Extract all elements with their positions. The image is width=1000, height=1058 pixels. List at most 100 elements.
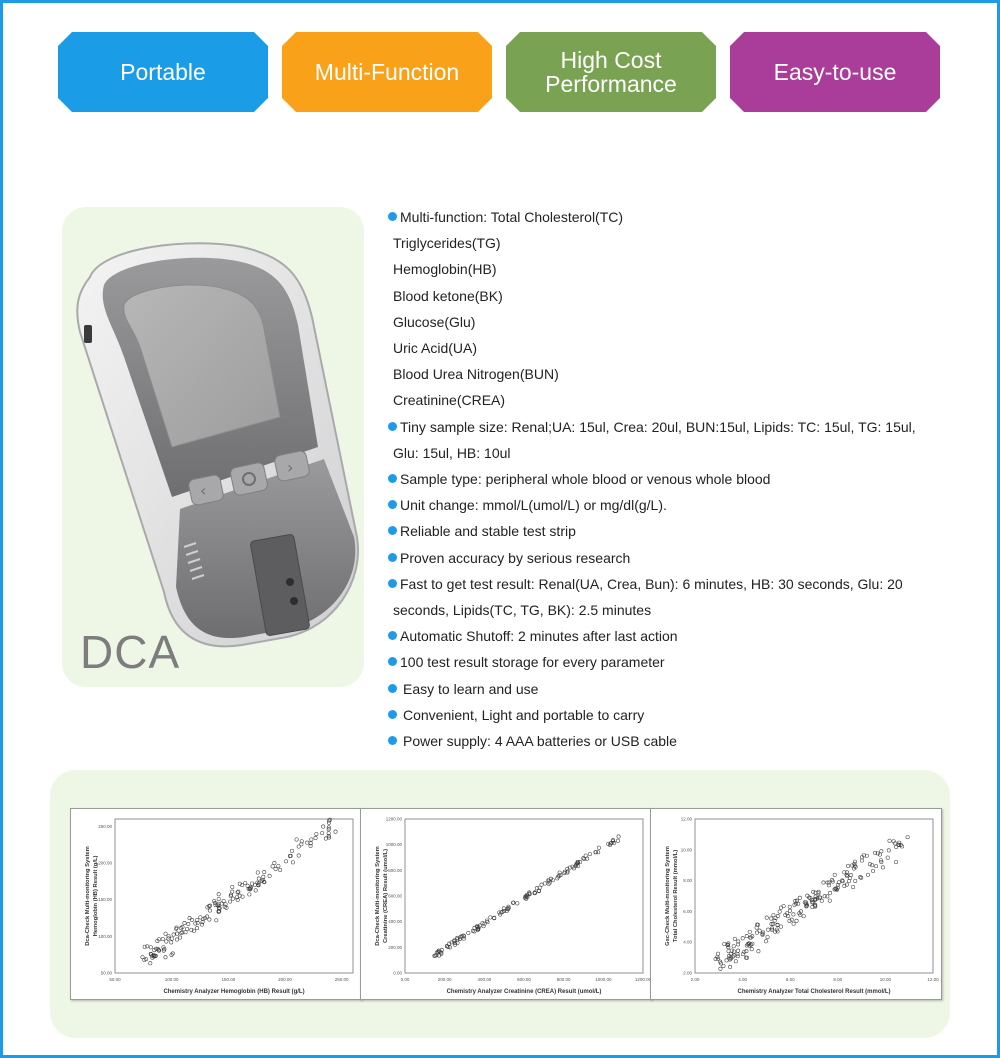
meter-device-image: ‹ › bbox=[76, 242, 359, 648]
scatter-point bbox=[732, 953, 737, 958]
scatter-point bbox=[192, 928, 196, 933]
plot-area bbox=[114, 818, 354, 974]
scatter-point bbox=[506, 904, 511, 909]
x-tick-label: 100.00 bbox=[165, 977, 179, 982]
scatter-point bbox=[744, 949, 749, 954]
feature-text: Hemoglobin(HB) bbox=[393, 261, 497, 278]
feature-text: Sample type: peripheral whole blood or v… bbox=[400, 471, 771, 488]
scatter-point bbox=[327, 835, 332, 840]
scatter-point bbox=[284, 859, 289, 864]
scatter-point bbox=[270, 864, 275, 869]
scatter-point bbox=[852, 863, 857, 868]
feature-text: Creatinine(CREA) bbox=[393, 392, 506, 409]
feature-item: Power supply: 4 AAA batteries or USB cab… bbox=[388, 728, 968, 754]
scatter-point bbox=[582, 857, 587, 862]
scatter-point bbox=[819, 898, 824, 903]
scatter-point bbox=[163, 931, 168, 936]
scatter-point bbox=[757, 928, 762, 933]
feature-item: Easy to learn and use bbox=[388, 676, 968, 702]
scatter-point bbox=[804, 901, 809, 906]
scatter-point bbox=[842, 870, 847, 875]
scatter-point bbox=[482, 921, 487, 926]
scatter-point bbox=[245, 883, 250, 888]
scatter-point bbox=[804, 904, 809, 909]
bullet-dot-icon bbox=[388, 736, 397, 746]
scatter-point bbox=[273, 866, 278, 871]
scatter-point bbox=[175, 937, 179, 942]
scatter-point bbox=[256, 876, 261, 881]
scatter-point bbox=[178, 935, 183, 940]
feature-item: Reliable and stable test strip bbox=[388, 518, 968, 544]
scatter-point bbox=[478, 923, 482, 928]
feature-text: Tiny sample size: Renal;UA: 15ul, Crea: … bbox=[400, 418, 916, 435]
scatter-point bbox=[813, 904, 818, 909]
scatter-point bbox=[764, 915, 769, 920]
scatter-point bbox=[207, 908, 212, 913]
scatter-point bbox=[179, 931, 184, 935]
scatter-point bbox=[866, 872, 870, 877]
scatter-point bbox=[785, 914, 790, 919]
scatter-point bbox=[449, 940, 454, 945]
bullet-dot-icon bbox=[388, 212, 397, 221]
scatter-point bbox=[276, 864, 281, 869]
y-tick-label: 200.00 bbox=[388, 945, 402, 950]
x-tick-label: 250.00 bbox=[335, 977, 349, 982]
feature-text: Glucose(Glu) bbox=[393, 313, 476, 330]
scatter-point bbox=[879, 849, 884, 854]
y-tick-label: 2.00 bbox=[683, 971, 692, 976]
y-tick-label: 600.00 bbox=[388, 894, 402, 899]
scatter-point bbox=[228, 893, 233, 898]
scatter-point bbox=[718, 959, 723, 964]
scatter-point bbox=[221, 899, 226, 904]
feature-text: 100 test result storage for every parame… bbox=[400, 654, 665, 671]
feature-item: 100 test result storage for every parame… bbox=[388, 649, 968, 675]
scatter-point bbox=[593, 850, 598, 855]
feature-text: Glu: 15ul, HB: 10ul bbox=[393, 444, 511, 461]
scatter-point bbox=[731, 944, 736, 949]
scatter-point bbox=[321, 824, 326, 829]
badge-multi-function: Multi-Function bbox=[282, 32, 492, 112]
scatter-point bbox=[787, 918, 792, 923]
scatter-point bbox=[480, 921, 485, 926]
scatter-point bbox=[870, 863, 875, 868]
scatter-point bbox=[272, 861, 277, 866]
x-tick-label: 50.00 bbox=[109, 977, 121, 982]
scatter-point bbox=[747, 941, 752, 946]
x-tick-label: 1000.00 bbox=[595, 977, 612, 982]
scatter-point bbox=[900, 844, 905, 849]
scatter-point bbox=[164, 939, 169, 944]
scatter-point bbox=[148, 951, 153, 956]
scatter-point bbox=[718, 961, 723, 966]
x-tick-label: 10.00 bbox=[880, 977, 892, 982]
y-tick-label: 10.00 bbox=[681, 847, 693, 852]
scatter-point bbox=[885, 855, 890, 860]
scatter-point bbox=[326, 831, 331, 836]
scatter-point bbox=[778, 924, 783, 929]
badge-text: Multi-Function bbox=[314, 59, 460, 85]
y-axis-label: Dca-Check Multi-monitoring System bbox=[375, 846, 381, 946]
scatter-point bbox=[736, 939, 741, 944]
badge-easy-to-use: Easy-to-use bbox=[730, 32, 940, 112]
scatter-point bbox=[476, 927, 480, 932]
bullet-dot-icon bbox=[388, 474, 397, 484]
scatter-point bbox=[169, 952, 174, 957]
scatter-point bbox=[859, 858, 864, 863]
scatter-point bbox=[840, 879, 845, 884]
scatter-point bbox=[744, 955, 749, 960]
scatter-point bbox=[827, 898, 832, 903]
scatter-point bbox=[182, 921, 187, 925]
x-tick-label: 1200.00 bbox=[635, 977, 651, 982]
scatter-point bbox=[183, 930, 188, 935]
scatter-point bbox=[725, 943, 730, 948]
feature-badges: Portable Multi-Function High Cost Perfor… bbox=[58, 32, 942, 112]
scatter-point bbox=[775, 929, 780, 934]
scatter-point bbox=[891, 839, 896, 844]
y-axis-label: Total Cholesterol Result (mmol/L) bbox=[673, 850, 679, 942]
scatter-point bbox=[749, 947, 754, 952]
y-tick-label: 1200.00 bbox=[386, 817, 403, 822]
scatter-point bbox=[844, 873, 849, 877]
feature-item: Creatinine(CREA) bbox=[388, 387, 968, 413]
feature-text: Proven accuracy by serious research bbox=[400, 549, 631, 566]
badge-text-line-1: High Cost bbox=[560, 47, 662, 73]
